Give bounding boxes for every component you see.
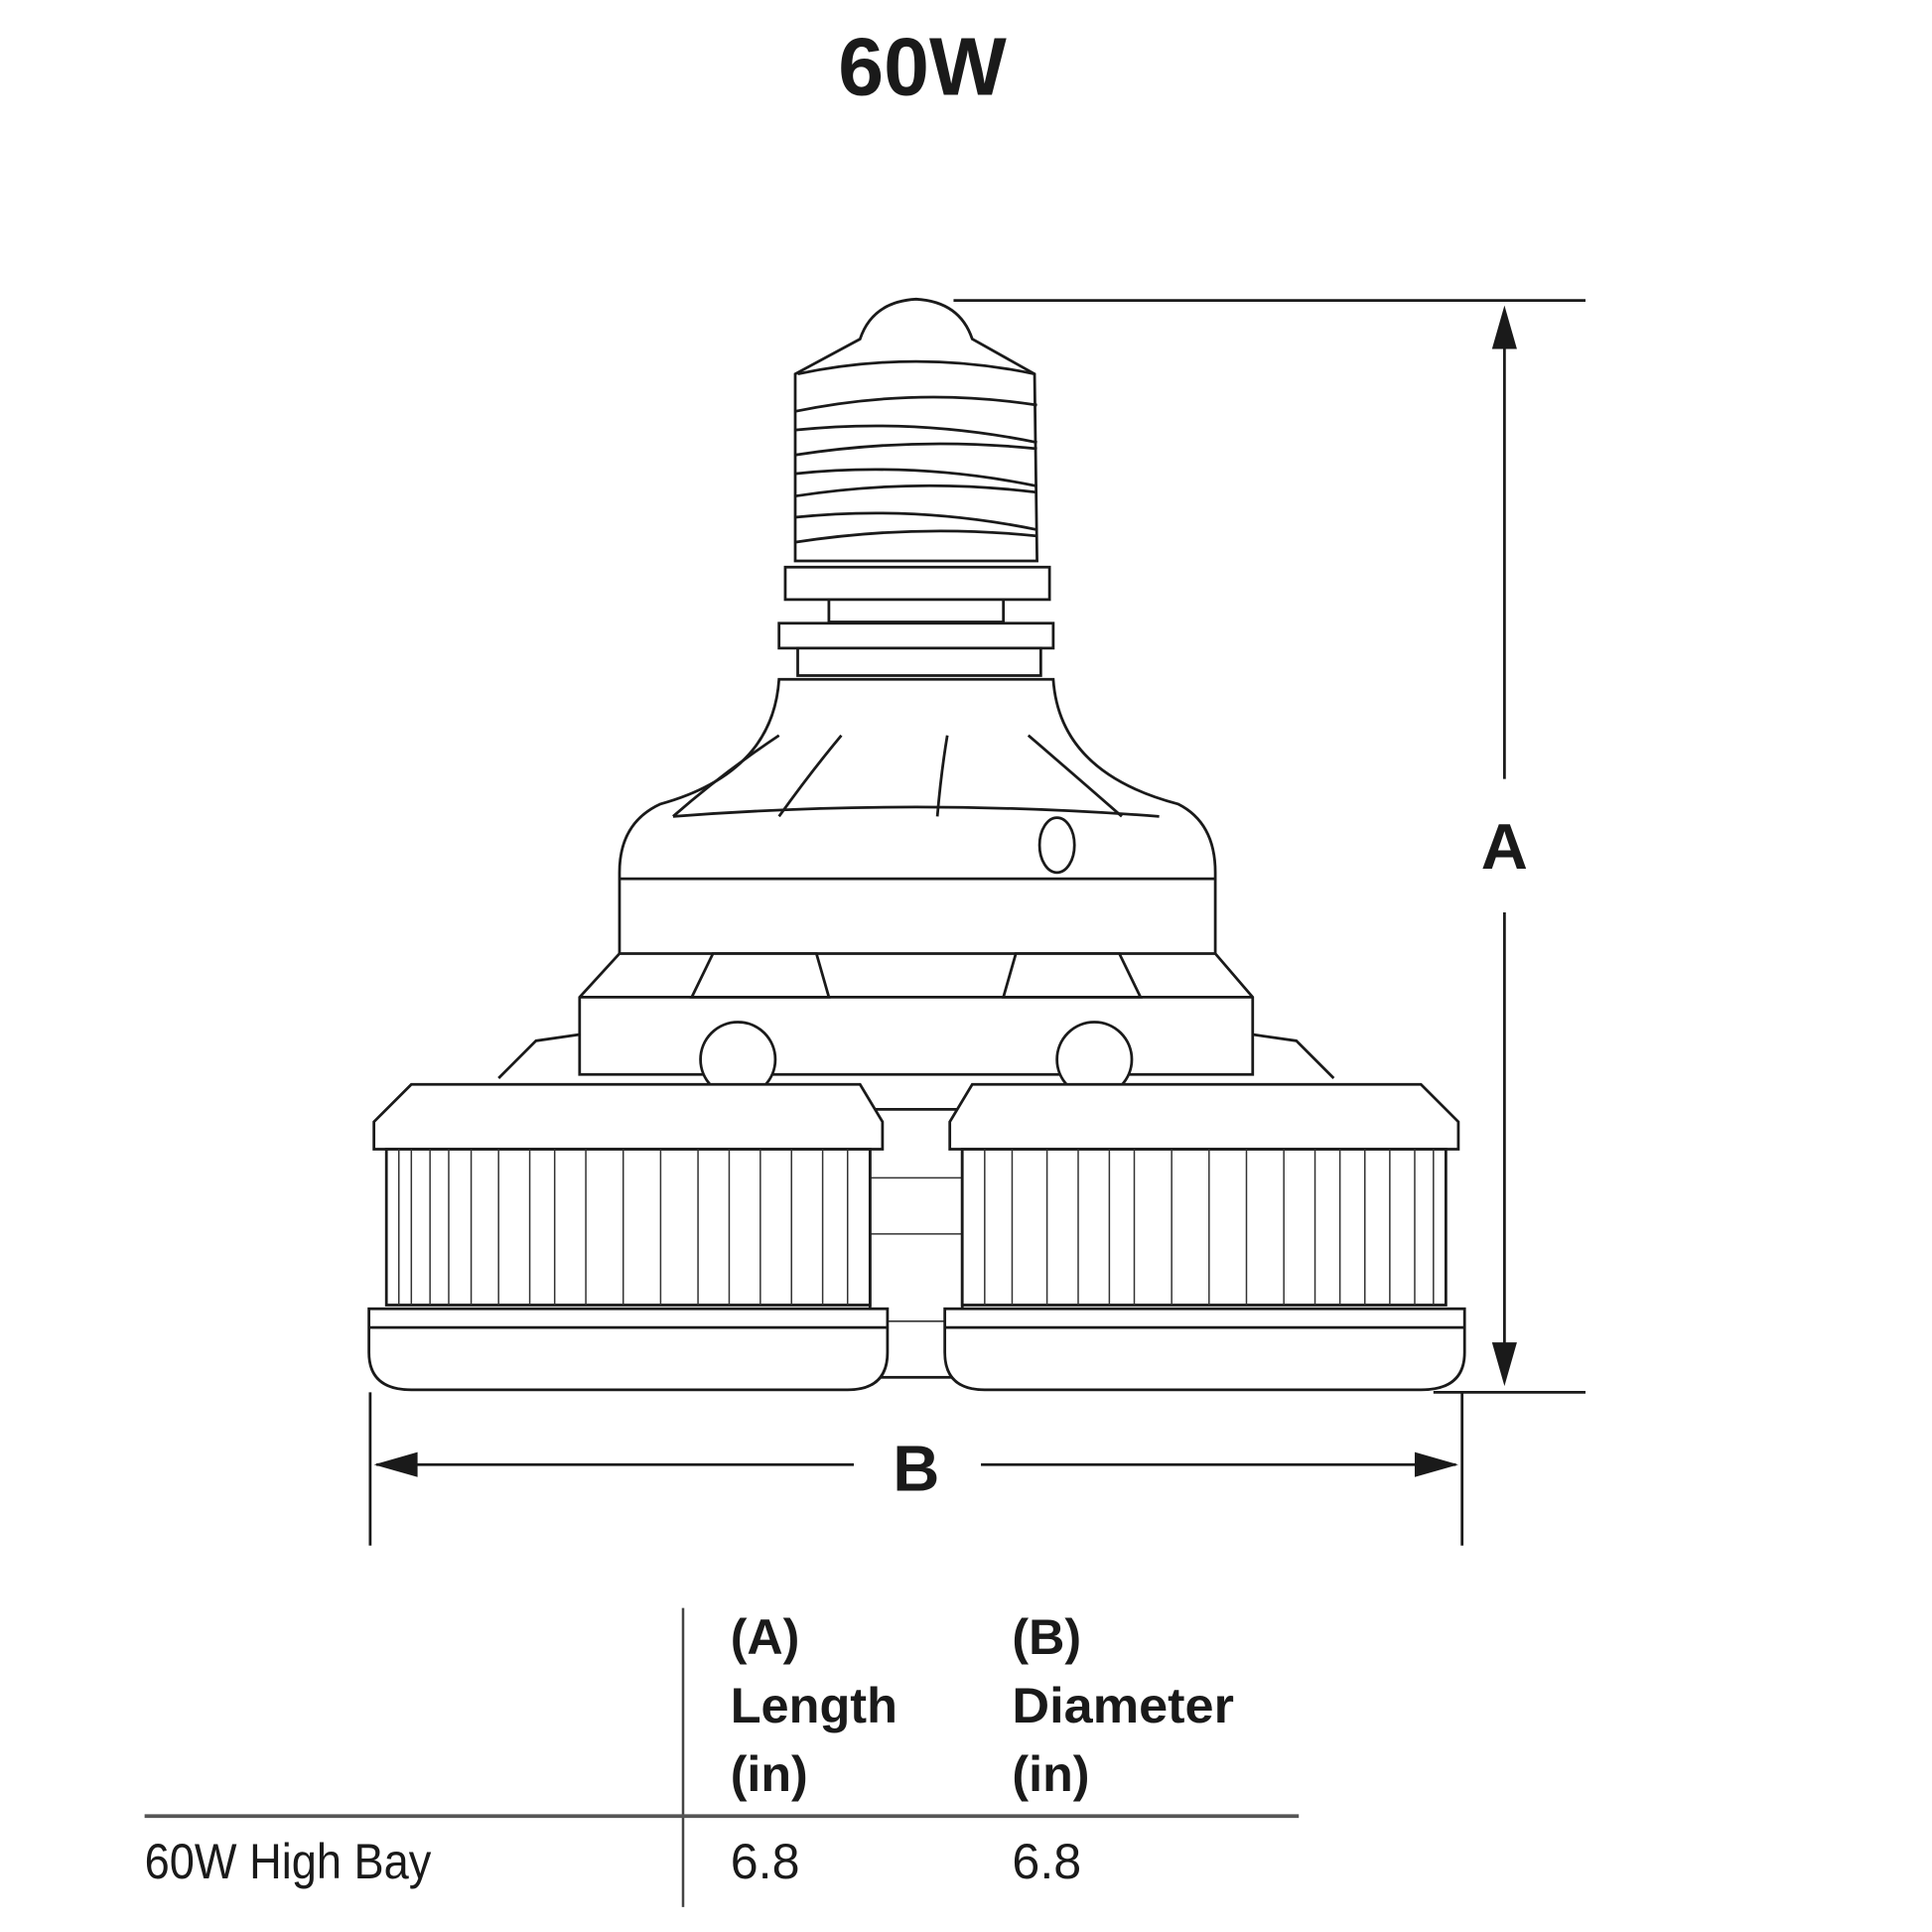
row-name: 60W High Bay [145, 1834, 432, 1889]
dimensions-table: (A) Length (in) (B) Diameter (in) 60W Hi… [145, 1607, 1300, 1907]
dimension-b: B [368, 1392, 1464, 1546]
header-a-line1: (A) [731, 1609, 800, 1665]
header-b-line2: Diameter [1012, 1678, 1233, 1733]
dimension-a-label: A [1481, 810, 1528, 883]
header-b-line3: (in) [1012, 1746, 1089, 1802]
row-length: 6.8 [731, 1834, 800, 1889]
header-b-line1: (B) [1012, 1609, 1081, 1665]
header-a-line2: Length [731, 1678, 897, 1733]
page-title: 60W [838, 20, 1007, 112]
header-a-line3: (in) [731, 1746, 808, 1802]
table-row: 60W High Bay 6.8 6.8 [145, 1834, 1082, 1889]
dimension-b-label: B [893, 1433, 939, 1505]
lamp-drawing [367, 297, 1466, 1392]
dimension-a: A [953, 299, 1586, 1394]
row-diameter: 6.8 [1012, 1834, 1081, 1889]
